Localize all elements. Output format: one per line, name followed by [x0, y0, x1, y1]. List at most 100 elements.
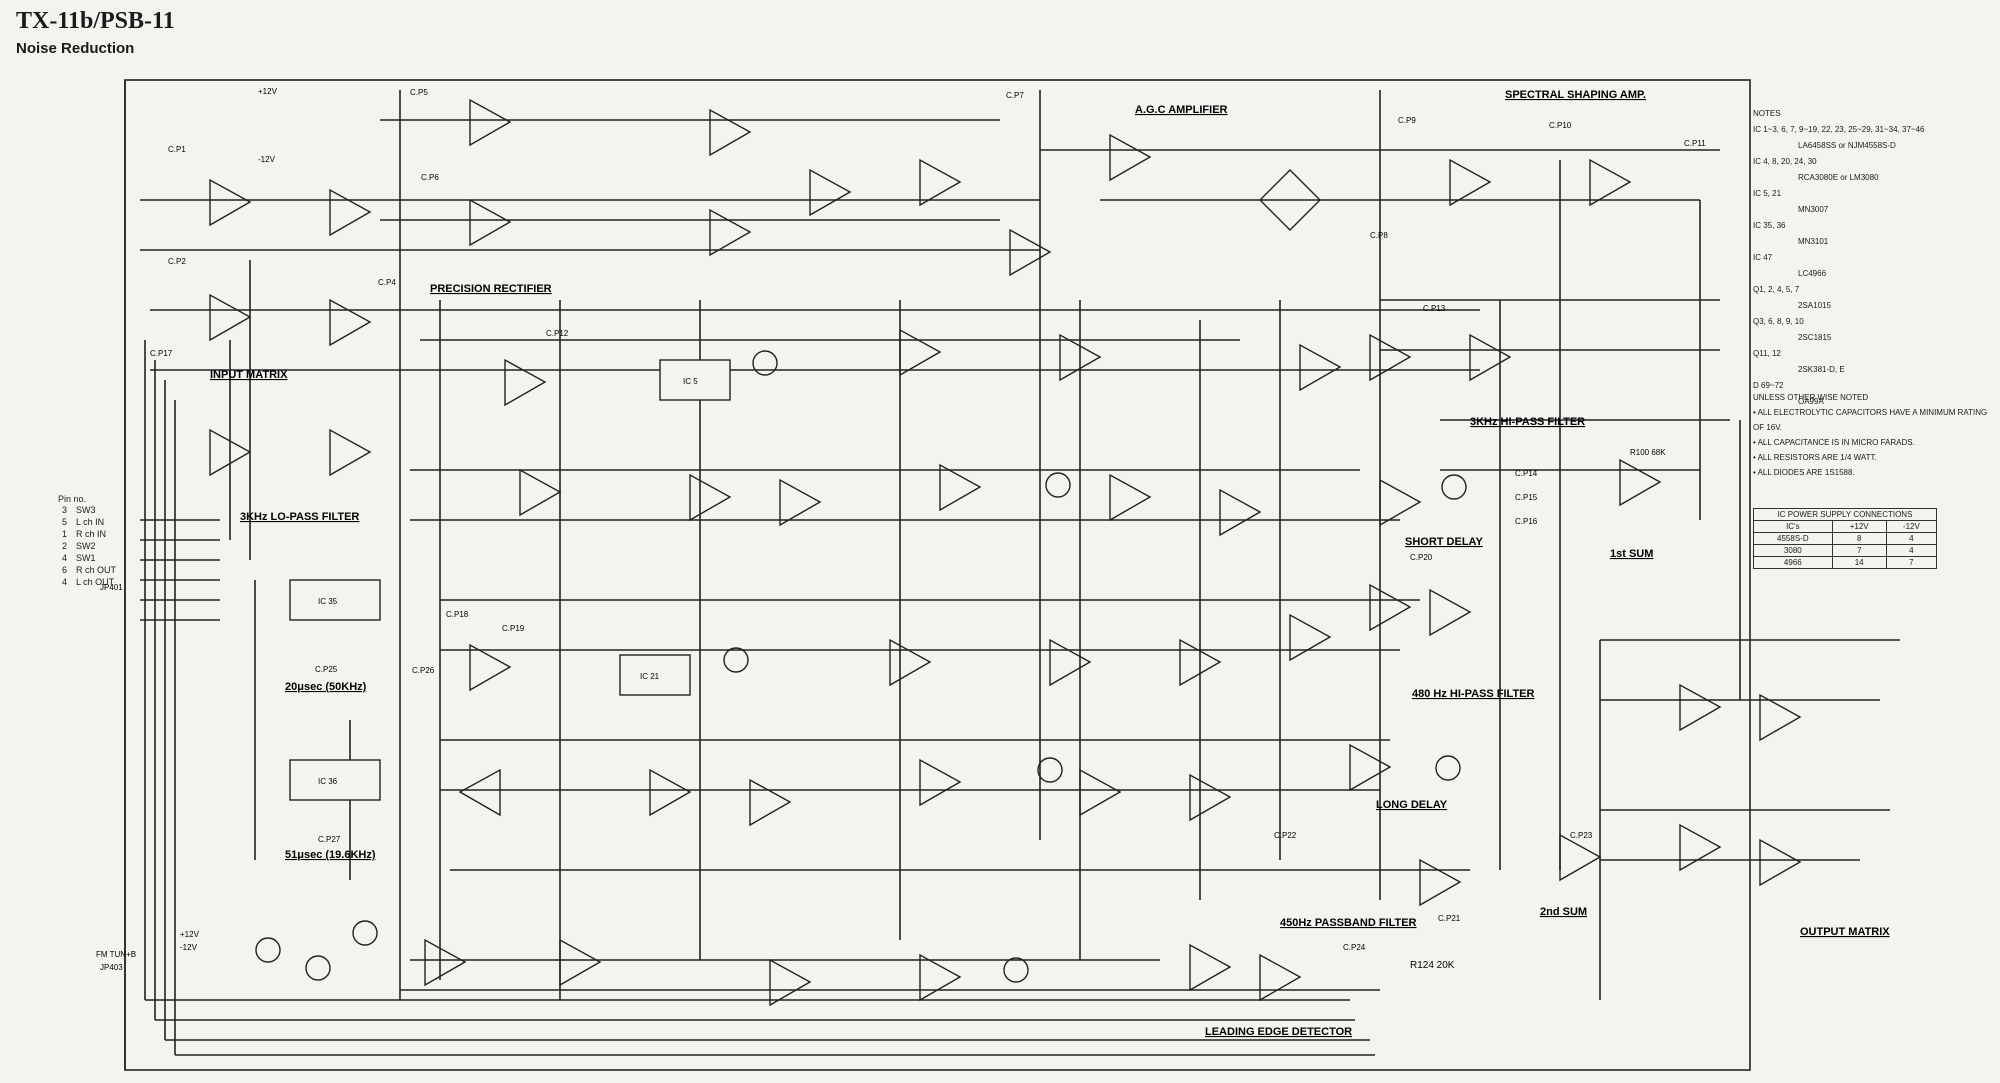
ic-boxes [289, 359, 731, 801]
pin-name: SW2 [76, 541, 96, 551]
opamp-ic13 [709, 108, 752, 157]
opamp-ic22 [889, 638, 932, 687]
test-point: C.P10 [1549, 121, 1572, 130]
ic5-box [659, 359, 731, 401]
diode-bridge [1259, 169, 1321, 231]
schematic-wiring [124, 79, 1900, 1071]
opamp-ic17b [469, 198, 512, 247]
test-point: C.P6 [421, 173, 439, 182]
label-second-sum: 2nd SUM [1540, 906, 1587, 918]
notes-line: Q3, 6, 8, 9, 10 [1753, 317, 1804, 326]
pin-no: 4 [62, 577, 68, 587]
opamp-ic7b [1219, 488, 1262, 537]
pin-no: 4 [62, 553, 68, 563]
ic21-box [619, 654, 691, 696]
table-cell: 4 [1885, 544, 1938, 557]
opamp-ic31 [769, 958, 812, 1007]
opamp-ic15 [1009, 228, 1052, 277]
opamp-ic9 [1469, 333, 1512, 382]
test-point: C.P4 [378, 278, 396, 287]
pin-no: 6 [62, 565, 68, 575]
label-agc: A.G.C AMPLIFIER [1135, 104, 1228, 116]
label-output-matrix: OUTPUT MATRIX [1800, 926, 1890, 938]
opamp-ic11b [939, 463, 982, 512]
supply-minus: -12V [258, 155, 276, 164]
opamp-ic17 [209, 428, 252, 477]
jp403-label: JP403 [100, 963, 123, 972]
test-point: C.P17 [150, 349, 173, 358]
test-point: C.P23 [1570, 831, 1593, 840]
opamp-ic4 [519, 468, 562, 517]
unless-line: • ALL DIODES ARE 1S1588. [1753, 468, 1855, 477]
opamp-ic23c [1079, 768, 1122, 817]
test-point: C.P13 [1423, 304, 1446, 313]
label-spectral: SPECTRAL SHAPING AMP. [1505, 89, 1646, 101]
jp403-plus: +12V [180, 930, 200, 939]
opamp-ic25b [1429, 588, 1472, 637]
opamp-ic19b [649, 768, 692, 817]
table-cell: 8 [1831, 532, 1887, 545]
page-subtitle: Noise Reduction [16, 40, 135, 57]
misc-labels: R124 20K R100 68K +12V -12V +12V -12V FM… [96, 87, 1666, 972]
pin-no: 3 [62, 505, 68, 515]
transistor-q9 [352, 920, 378, 946]
test-point: C.P24 [1343, 943, 1366, 952]
notes-line: MN3007 [1798, 205, 1829, 214]
pin-name: R ch IN [76, 529, 107, 539]
test-point: C.P11 [1684, 139, 1706, 148]
test-point: C.P25 [315, 665, 338, 674]
page-title: TX-11b/PSB-11 [16, 8, 175, 34]
unless-noted-block: UNLESS OTHER WISE NOTED • ALL ELECTROLYT… [1753, 390, 1993, 480]
label-hi-pass-480: 480 Hz HI-PASS FILTER [1412, 688, 1535, 700]
table-cell: 4 [1885, 532, 1938, 545]
transistor-q7 [1003, 957, 1029, 983]
test-point: C.P15 [1515, 493, 1538, 502]
opamp-ic29 [424, 938, 467, 987]
opamp-ic32b [1679, 823, 1722, 872]
notes-line: IC 1~3, 6, 7, 9~19, 22, 23, 25~29, 31~34… [1753, 125, 1925, 134]
test-point: C.P19 [502, 624, 525, 633]
opamp-ic28 [559, 938, 602, 987]
unless-heading: UNLESS OTHER WISE NOTED [1753, 393, 1869, 402]
opamp-ic17c [1589, 158, 1632, 207]
table-caption: IC POWER SUPPLY CONNECTIONS [1753, 508, 1937, 521]
opamp-ic23 [1049, 638, 1092, 687]
table-row: 4558S-D 8 4 [1753, 532, 1938, 545]
opamp-ic24 [1289, 613, 1332, 662]
test-point: C.P27 [318, 835, 341, 844]
opamp-ic22b [749, 778, 792, 827]
label-20usec: 20μsec (50KHz) [285, 681, 367, 693]
opamp-ic13b [709, 208, 752, 257]
pin-no: 5 [62, 517, 68, 527]
unless-line: • ALL ELECTROLYTIC CAPACITORS HAVE A MIN… [1753, 408, 1988, 432]
transistor-q6 [723, 647, 749, 673]
test-point: C.P7 [1006, 91, 1024, 100]
notes-heading: NOTES [1753, 109, 1781, 118]
opamp-ic2 [329, 188, 372, 237]
opamp-ic18 [329, 428, 372, 477]
notes-line: OA99A [1798, 397, 1824, 406]
opamp-ic27 [919, 758, 962, 807]
transistor-q2 [1441, 474, 1467, 500]
pin-name: SW3 [76, 505, 96, 515]
opamp-ic16 [1109, 133, 1152, 182]
opamp-ic24b [1189, 773, 1232, 822]
table-header: +12V [1831, 520, 1887, 533]
ic35-label: IC 35 [318, 597, 338, 606]
pin-name: L ch OUT [76, 577, 115, 587]
table-row: 4966 14 7 [1753, 556, 1938, 569]
notes-line: RCA3080E or LM3080 [1798, 173, 1879, 182]
label-first-sum: 1st SUM [1610, 548, 1653, 560]
test-point: C.P16 [1515, 517, 1538, 526]
test-point: C.P20 [1410, 553, 1433, 562]
ic5-label: IC 5 [683, 377, 698, 386]
label-leading-edge: LEADING EDGE DETECTOR [1205, 1026, 1352, 1038]
notes-line: D 69~72 [1753, 381, 1784, 390]
table-header-row: IC's +12V -12V [1753, 520, 1938, 533]
opamp-ic26 [1349, 743, 1392, 792]
opamp-ic31b [919, 953, 962, 1002]
table-header: IC's [1753, 520, 1833, 533]
opamp-ic23b [1179, 638, 1222, 687]
unless-line: • ALL RESISTORS ARE 1/4 WATT. [1753, 453, 1877, 462]
table-cell: 7 [1885, 556, 1938, 569]
